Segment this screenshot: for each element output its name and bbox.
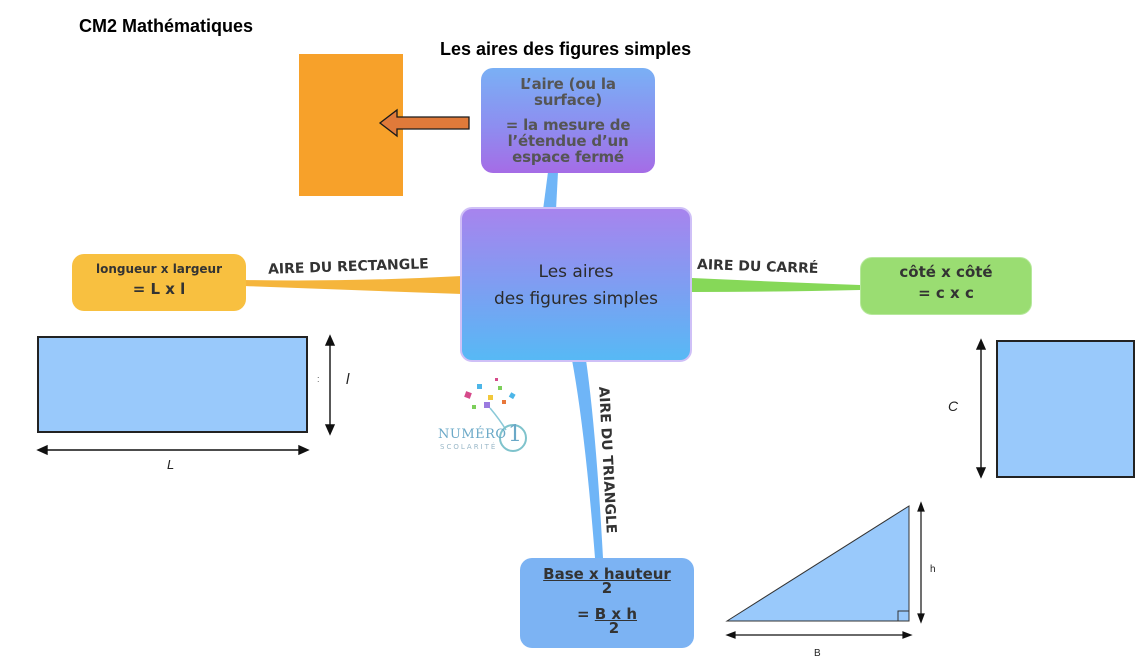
triangle-formula-prefix: = xyxy=(576,605,595,623)
rectangle-formula-line-1: longueur x largeur xyxy=(95,262,223,276)
triangle-height-label: h xyxy=(930,564,936,575)
triangle-figure xyxy=(725,505,910,622)
logo-circle-icon xyxy=(499,424,527,452)
left-arrow-icon xyxy=(378,108,470,138)
carre-formula-line-1: côté x côté xyxy=(899,263,993,281)
triangle-formula-line-1: Base x hauteur xyxy=(543,565,671,583)
definition-line-3: = la mesure de xyxy=(505,116,631,134)
logo-text-numero: NUMÉRO xyxy=(438,427,507,442)
logo-text-scolarite: SCOLARITÉ xyxy=(440,443,498,451)
square-figure xyxy=(996,340,1135,478)
connector-definition xyxy=(543,172,558,210)
page-title: Les aires des figures simples xyxy=(440,39,692,59)
carre-formula-line-2: = c x c xyxy=(918,284,974,302)
square-side-label: C xyxy=(948,398,959,414)
triangle-formula-fraction: B x h xyxy=(594,605,638,623)
logo: NUMÉRO 1 SCOLARITÉ xyxy=(438,422,538,464)
triangle-base-label: B xyxy=(814,648,821,659)
rect-width-arrow xyxy=(36,444,310,456)
rect-height-arrow xyxy=(324,334,336,436)
triangle-height-arrow xyxy=(917,501,925,624)
logo-text-number: 1 xyxy=(508,422,522,447)
connector-carre xyxy=(692,278,860,292)
triangle-formula-line-3: = B x h xyxy=(520,605,694,623)
rectangle-formula-box: longueur x largeur = L x l xyxy=(72,254,246,311)
rectangle-figure xyxy=(37,336,308,433)
triangle-formula-line-2: 2 xyxy=(601,579,613,597)
central-topic-box: Les aires des figures simples xyxy=(460,207,692,362)
central-line-1: Les aires xyxy=(538,262,614,282)
triangle-formula-box: Base x hauteur 2 = B x h 2 xyxy=(520,558,694,648)
triangle-base-arrow xyxy=(725,631,913,639)
central-line-2: des figures simples xyxy=(493,289,659,309)
connector-triangle xyxy=(572,360,603,558)
rect-dots: : xyxy=(317,374,320,384)
rect-width-label: l xyxy=(346,371,350,388)
rectangle-formula-line-2: = L x l xyxy=(132,280,186,298)
definition-line-4: l’étendue d’un xyxy=(507,132,629,150)
triangle-formula-line-4: 2 xyxy=(608,619,620,637)
definition-box: L’aire (ou la surface) = la mesure de l’… xyxy=(481,68,655,173)
rect-length-label: L xyxy=(167,457,175,472)
definition-line-2: surface) xyxy=(534,91,602,109)
carre-formula-box: côté x côté = c x c xyxy=(860,257,1032,315)
definition-line-1: L’aire (ou la xyxy=(520,75,616,93)
connector-rectangle xyxy=(244,276,462,294)
square-side-arrow xyxy=(975,338,987,479)
course-title: CM2 Mathématiques xyxy=(79,16,254,36)
right-angle-mark xyxy=(897,610,909,621)
definition-line-5: espace fermé xyxy=(512,148,624,166)
